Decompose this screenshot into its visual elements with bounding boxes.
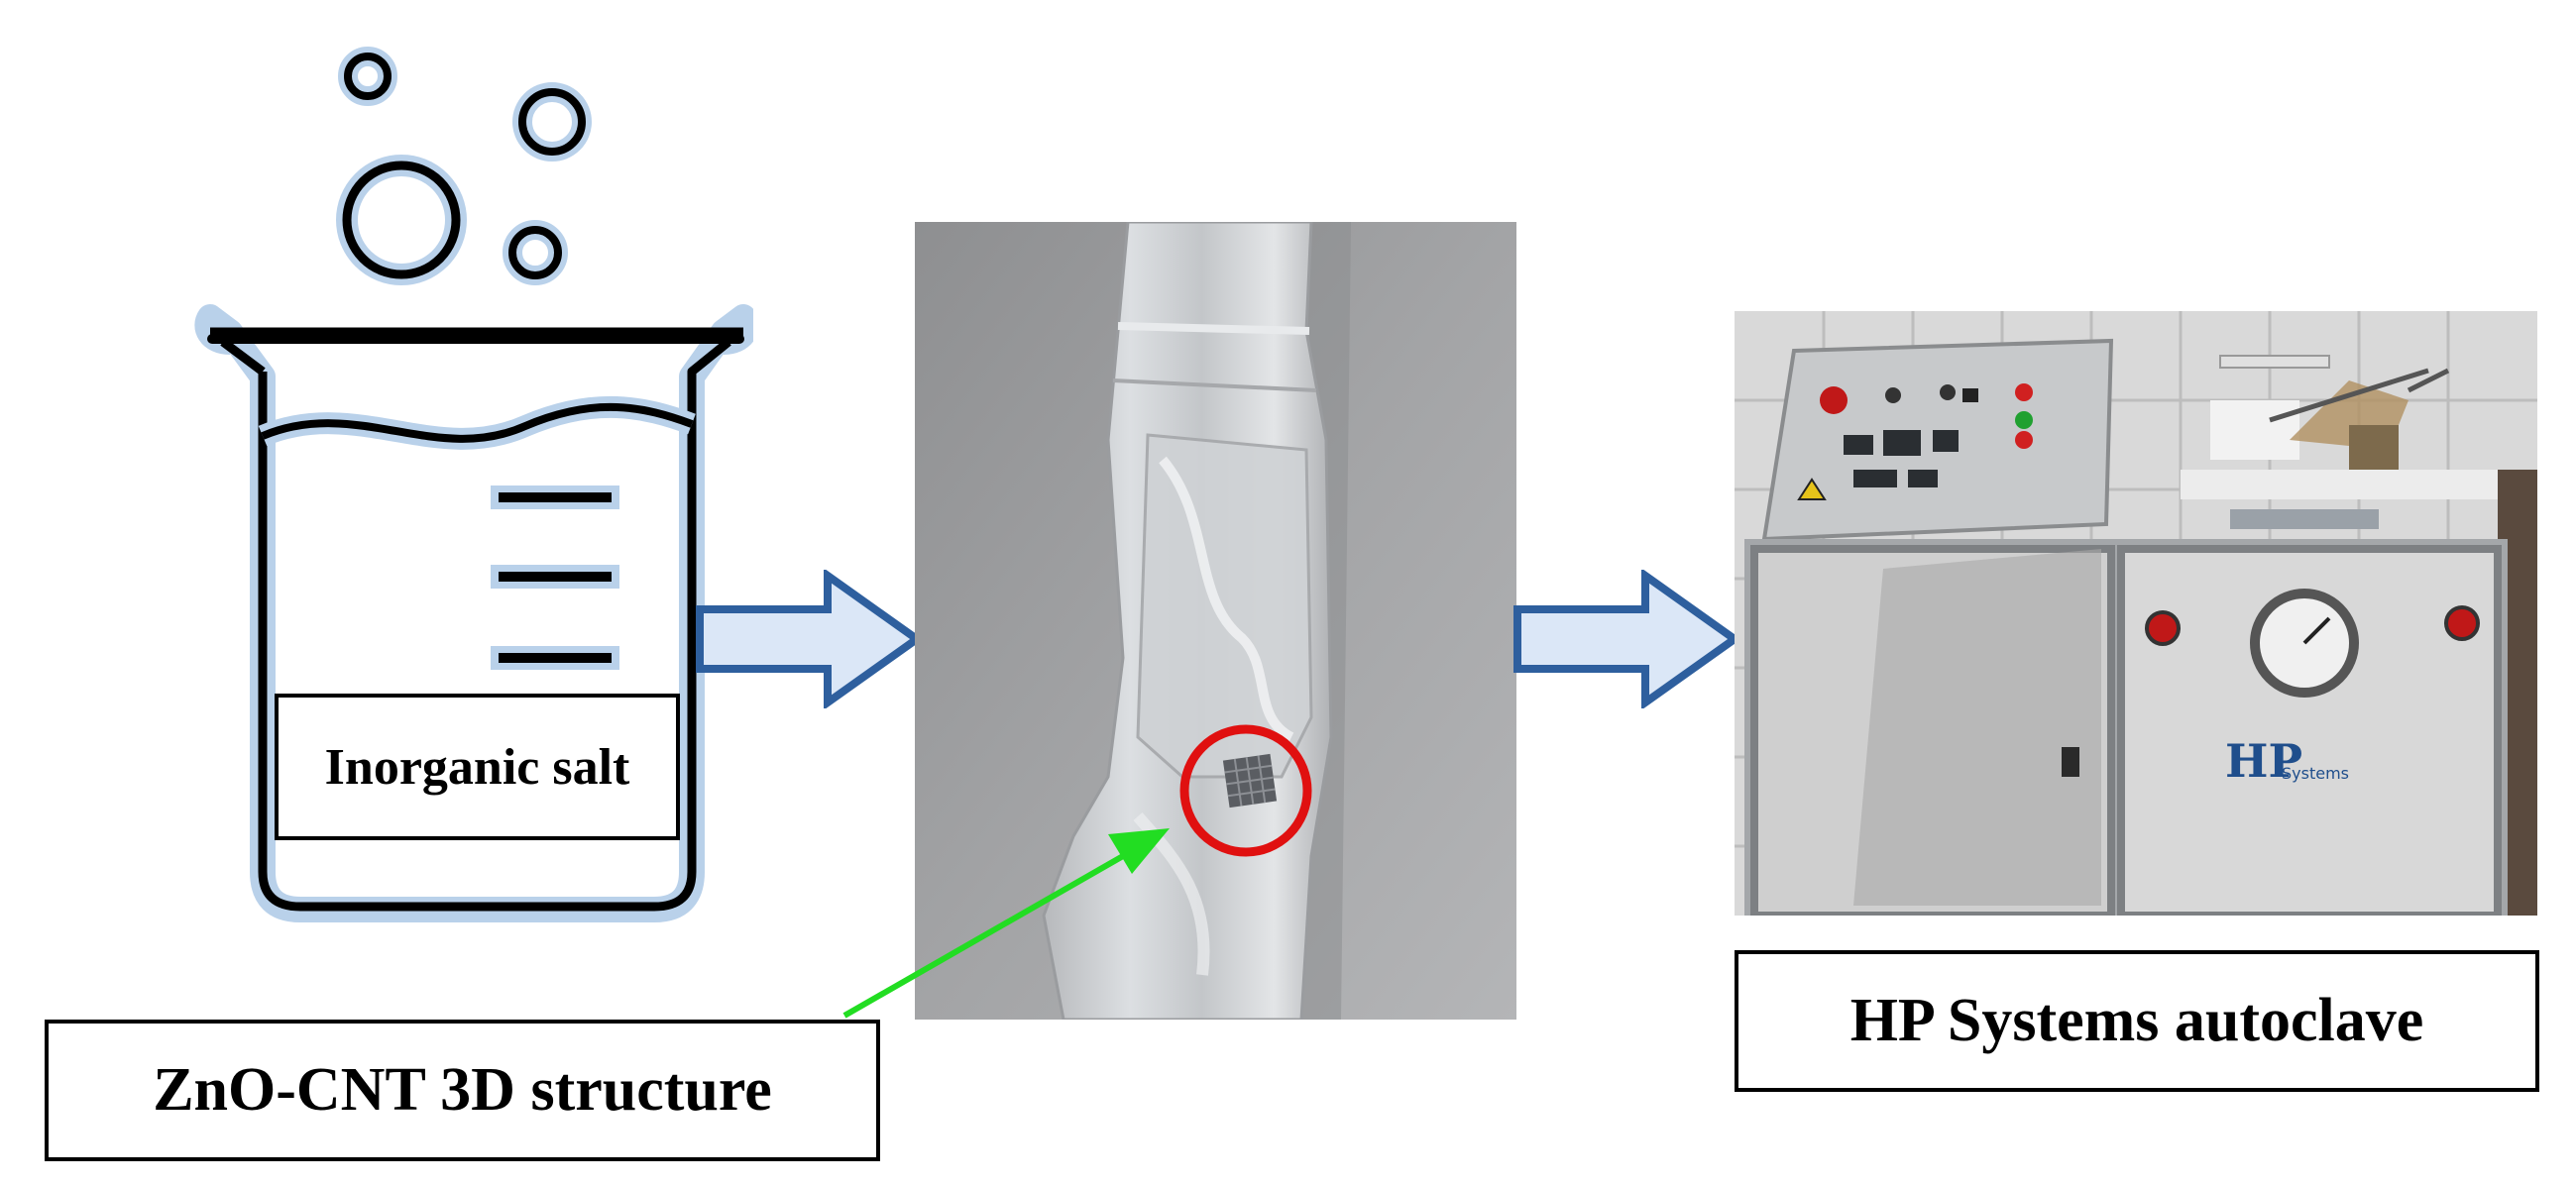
pointer-arrow-icon	[842, 828, 1170, 1019]
beaker-icon	[194, 304, 753, 922]
zno-cnt-sample	[1222, 753, 1278, 809]
flow-arrow-icon	[696, 570, 924, 708]
inorganic-salt-label: Inorganic salt	[275, 694, 680, 840]
flow-arrow-icon	[1513, 570, 1741, 708]
autoclave-photo: HP Systems	[1735, 311, 2537, 916]
zno-cnt-label: ZnO-CNT 3D structure	[45, 1020, 880, 1161]
brand-logo-subtext: Systems	[2282, 764, 2349, 783]
beaker-illustration	[194, 47, 753, 922]
brand-logo-text: HP	[2225, 734, 2302, 788]
bubble-icon-group	[336, 47, 592, 285]
autoclave-label: HP Systems autoclave	[1735, 950, 2539, 1092]
vacuum-bag-photo	[915, 222, 1516, 1020]
highlight-circle	[1179, 724, 1312, 857]
